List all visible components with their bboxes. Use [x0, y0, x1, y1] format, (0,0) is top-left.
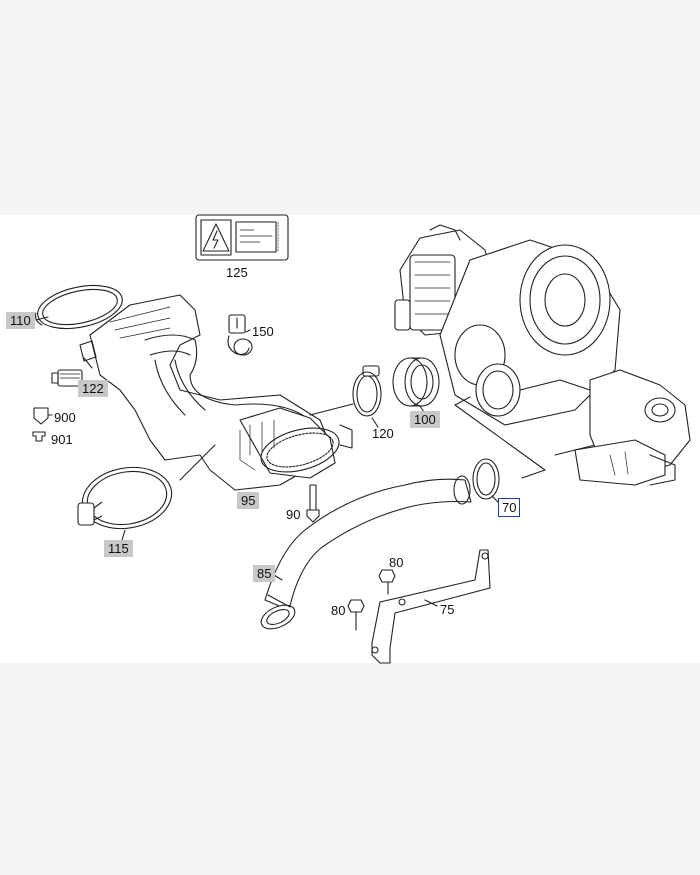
- clip-900-part[interactable]: [33, 407, 49, 425]
- o-ring-70-part[interactable]: [472, 458, 500, 500]
- bolt-901-part[interactable]: [32, 431, 46, 442]
- callout-150[interactable]: 150: [252, 324, 274, 339]
- seal-ring-part[interactable]: [34, 278, 126, 335]
- callout-120[interactable]: 120: [372, 426, 394, 441]
- callout-75[interactable]: 75: [440, 602, 455, 617]
- turbocharger-part[interactable]: [394, 224, 691, 486]
- callout-125[interactable]: 125: [226, 265, 248, 280]
- intake-duct-part[interactable]: [79, 294, 353, 491]
- charge-pipe-part[interactable]: [257, 475, 472, 634]
- bolt-80a-part[interactable]: [378, 569, 396, 595]
- warning-label-part[interactable]: [195, 214, 289, 261]
- stud-bolt-part[interactable]: [306, 484, 320, 523]
- connector-part[interactable]: [51, 369, 83, 387]
- callout-122[interactable]: 122: [78, 380, 108, 397]
- callout-70[interactable]: 70: [498, 498, 521, 517]
- callout-85[interactable]: 85: [253, 565, 276, 582]
- callout-95[interactable]: 95: [237, 492, 260, 509]
- callout-110[interactable]: 110: [6, 312, 35, 329]
- callout-100[interactable]: 100: [410, 411, 440, 428]
- callout-80-upper[interactable]: 80: [389, 555, 404, 570]
- callout-80-lower[interactable]: 80: [331, 603, 346, 618]
- hose-clamp-120-part[interactable]: [352, 365, 382, 417]
- sleeve-part[interactable]: [392, 357, 440, 407]
- callout-901[interactable]: 901: [51, 432, 73, 447]
- bracket-part[interactable]: [371, 549, 491, 664]
- callout-900[interactable]: 900: [54, 410, 76, 425]
- bolt-80b-part[interactable]: [347, 599, 365, 631]
- callout-115[interactable]: 115: [104, 540, 133, 557]
- callout-90[interactable]: 90: [286, 507, 301, 522]
- sensor-part[interactable]: [227, 314, 253, 356]
